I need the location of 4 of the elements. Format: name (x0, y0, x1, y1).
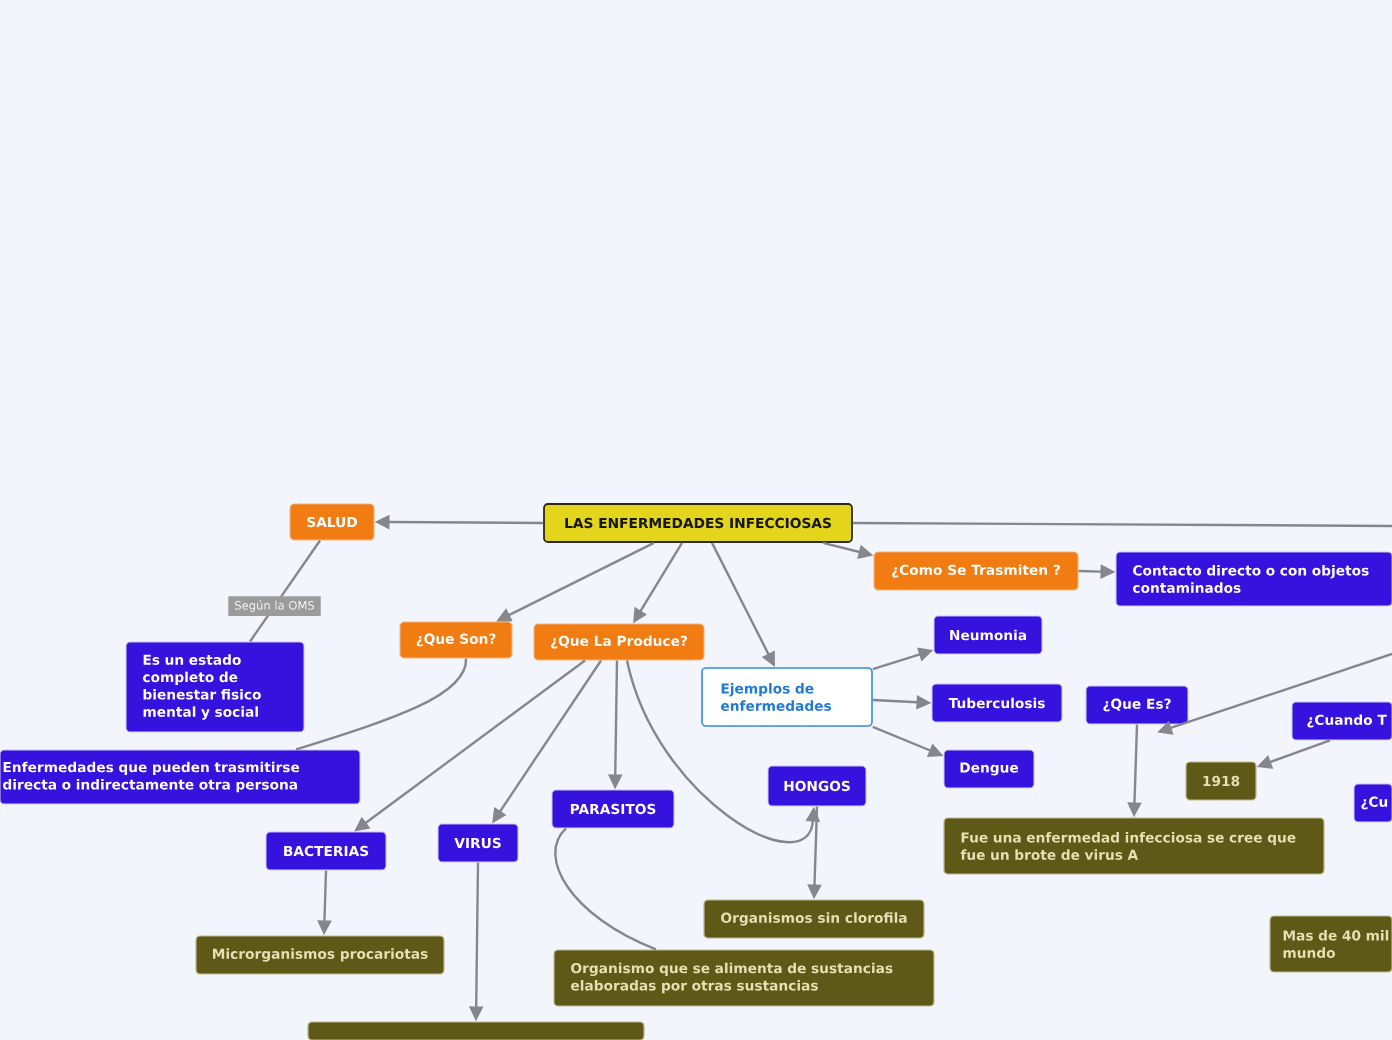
connector-line (295, 658, 468, 751)
connector-line (554, 827, 657, 951)
connector-line (852, 521, 1392, 528)
empty-box (307, 1021, 645, 1040)
